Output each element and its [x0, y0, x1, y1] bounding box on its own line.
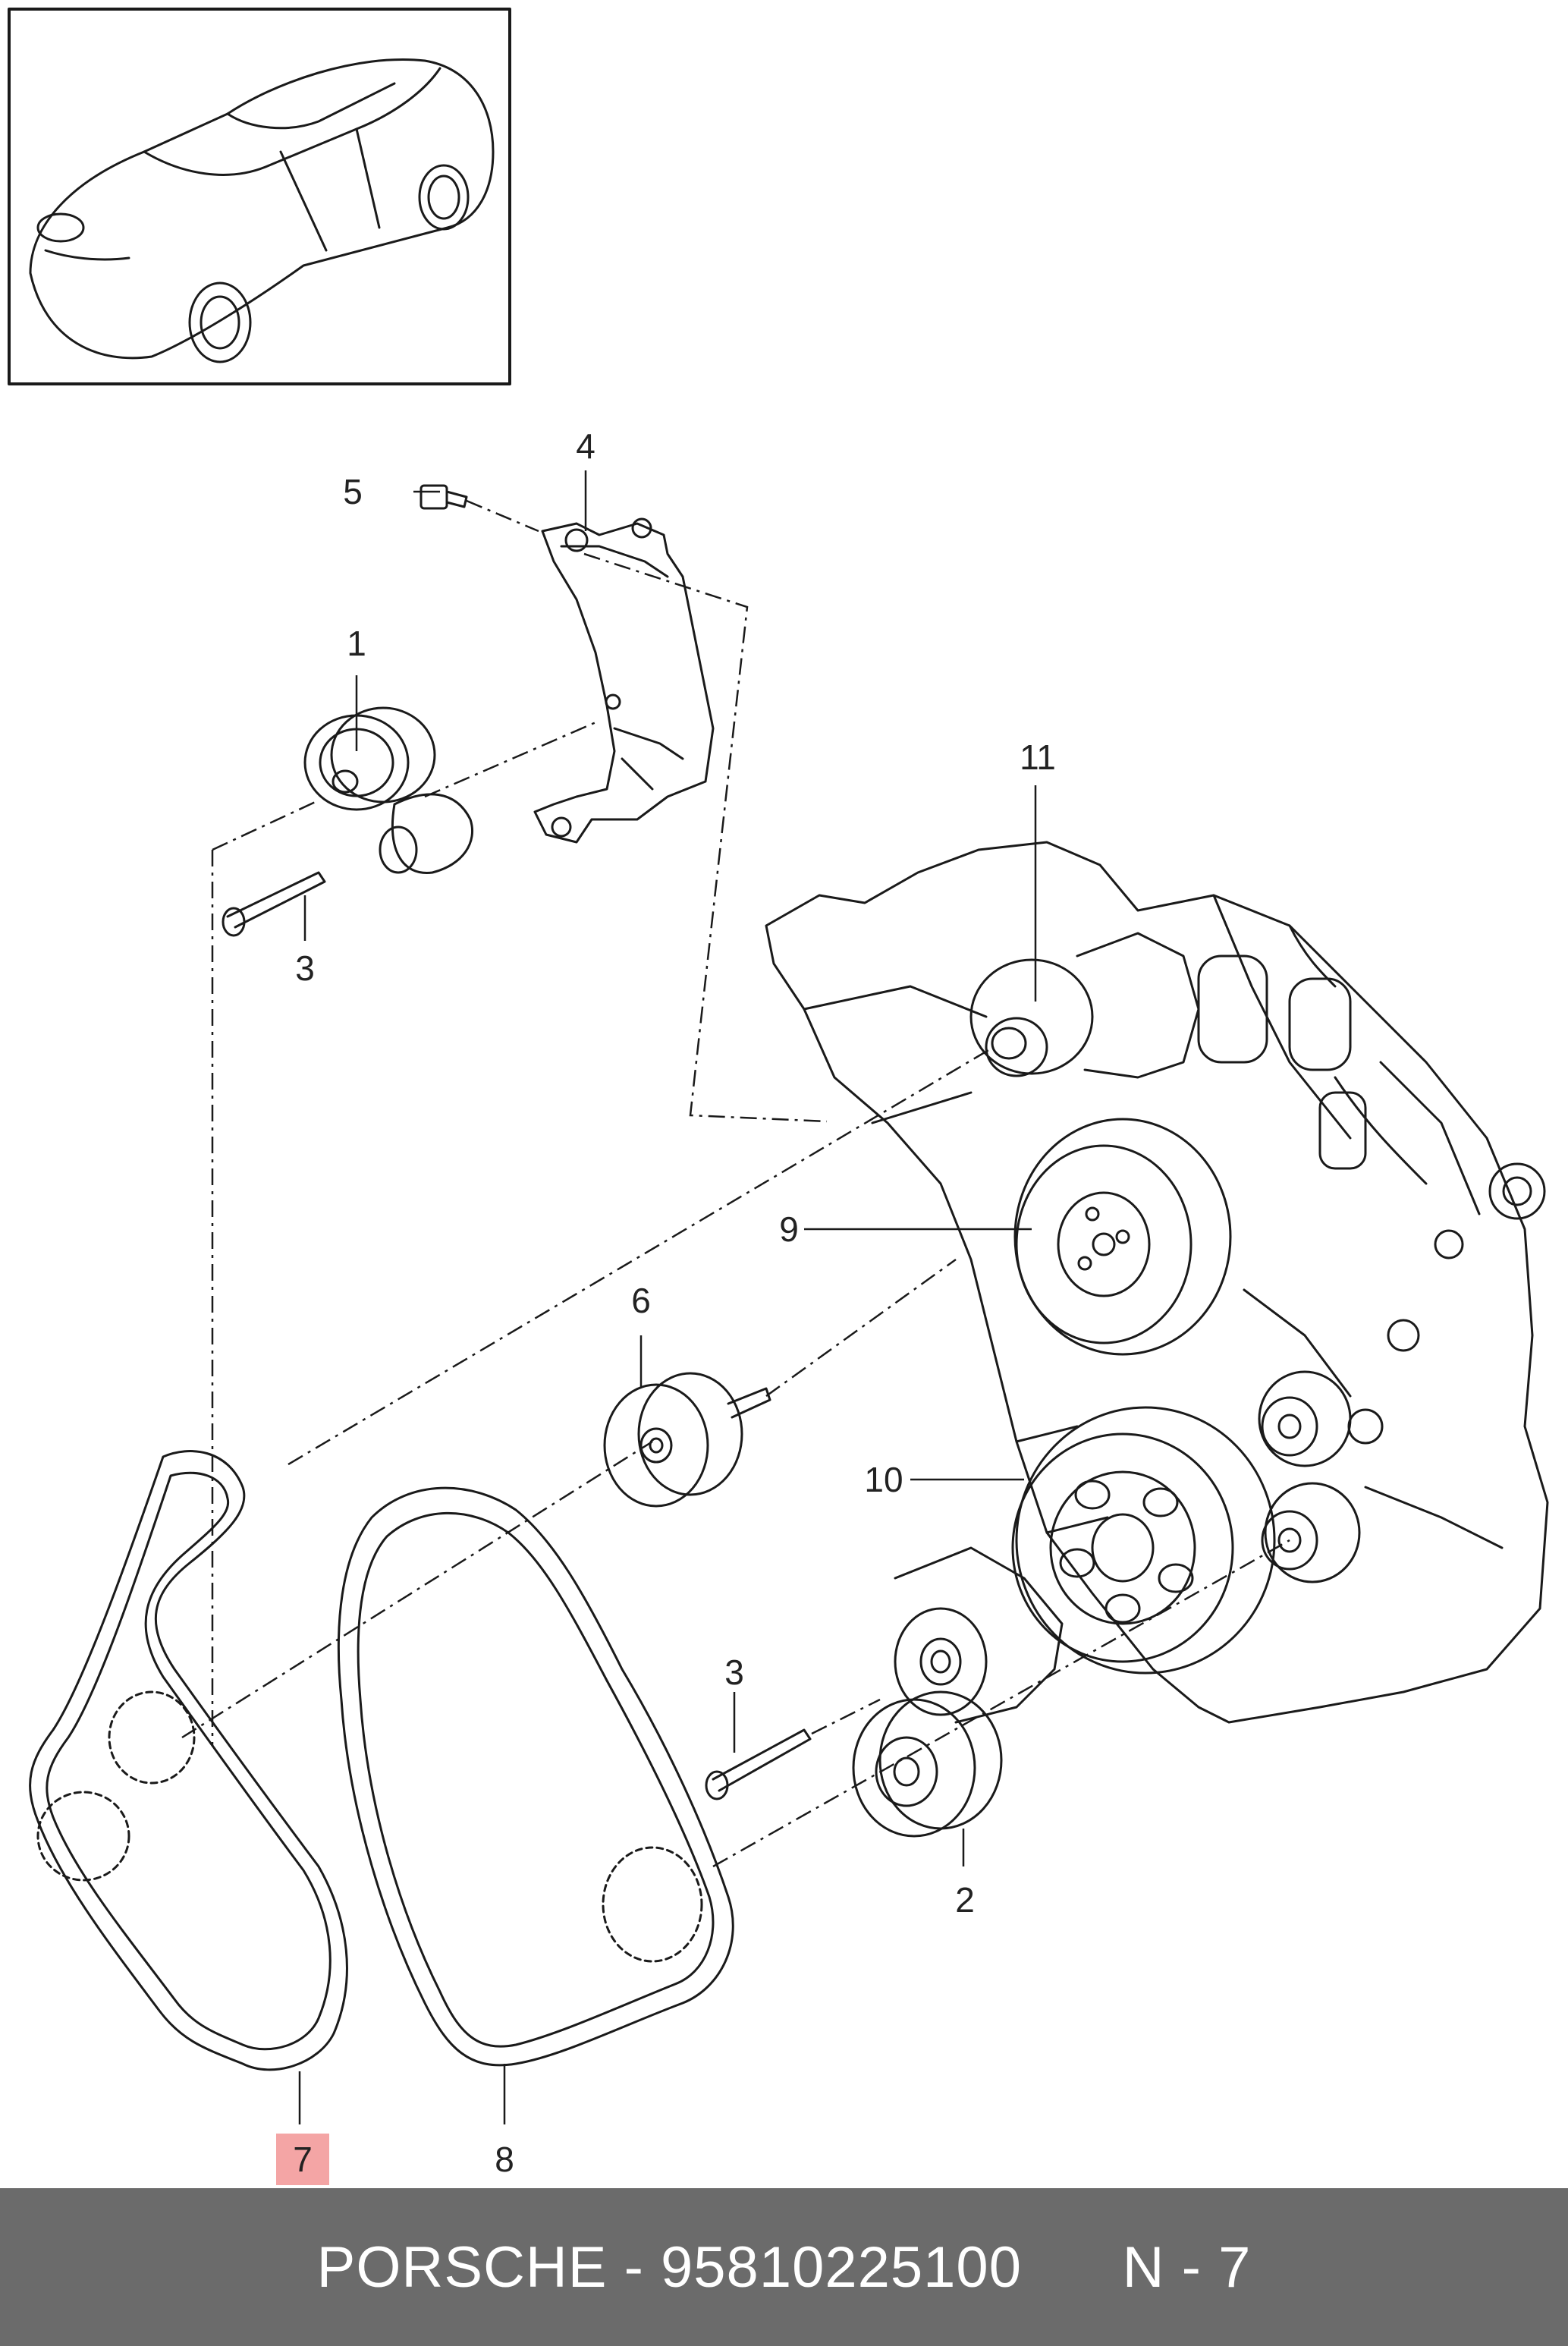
engine-block — [765, 841, 1549, 1724]
callout-8[interactable]: 8 — [495, 2140, 514, 2179]
highlight-part-7 — [276, 2134, 329, 2185]
idler-pulley-part-6 — [603, 1372, 771, 1508]
dash-line-belt8-pulley10 — [712, 1539, 1290, 1868]
footer-bar: PORSCHE - 95810225100 N - 7 — [0, 2188, 1568, 2346]
vehicle-thumbnail — [8, 8, 511, 385]
callout-7[interactable]: 7 — [293, 2140, 313, 2179]
idler-pulley-part-1 — [303, 706, 474, 874]
alternator-pulley-part-11 — [969, 932, 1200, 1079]
footer-gap — [1022, 2235, 1123, 2300]
small-idler-pulleys — [1258, 1370, 1361, 1583]
dash-line-bolt5-bracket — [466, 499, 539, 533]
dash-line-belt7-pulley6 — [181, 1440, 653, 1739]
callout-1[interactable]: 1 — [347, 624, 366, 663]
separator: - — [607, 2234, 661, 2300]
callout-2[interactable]: 2 — [955, 1880, 975, 1920]
dash-line-bolt3-pulley2 — [811, 1698, 881, 1735]
callout-3-upper[interactable]: 3 — [295, 948, 315, 988]
dash-line-bracket-engine — [583, 552, 828, 1123]
dash-line-pulley1-bracket — [424, 719, 600, 798]
callout-5[interactable]: 5 — [343, 472, 363, 511]
bolt-part-3-lower — [705, 1728, 812, 1800]
dash-line-bolt3-pulley1 — [212, 799, 319, 851]
dash-line-belt7-alternator — [288, 1046, 995, 1466]
drive-belt-part-8 — [337, 1486, 734, 2067]
callout-11[interactable]: 11 — [1020, 737, 1056, 777]
bracket-part-4 — [533, 517, 715, 844]
pulley-part-2 — [852, 1690, 1003, 1838]
callout-6[interactable]: 6 — [631, 1281, 651, 1320]
part-number: 95810225100 — [661, 2234, 1022, 2300]
callout-4[interactable]: 4 — [576, 426, 595, 466]
dash-line-pulley6-engine — [765, 1258, 957, 1398]
callout-9[interactable]: 9 — [779, 1209, 799, 1249]
position-label: N - 7 — [1122, 2234, 1252, 2300]
drive-belt-part-7 — [29, 1450, 348, 2071]
callout-3-lower[interactable]: 3 — [724, 1653, 744, 1692]
parts-diagram: 4 5 1 3 11 9 6 10 3 2 7 8 — [8, 8, 1549, 2185]
pulley-part-9 — [1013, 1118, 1232, 1356]
belt-tensioner-assembly — [894, 1546, 1064, 1724]
callout-10[interactable]: 10 — [864, 1460, 903, 1499]
crankshaft-pulley-part-10 — [1011, 1406, 1276, 1675]
bolt-part-3-upper — [222, 871, 326, 937]
bolt-part-5 — [419, 484, 468, 510]
brand-name: PORSCHE — [316, 2234, 608, 2300]
footer-caption: PORSCHE - 95810225100 N - 7 — [317, 2234, 1252, 2300]
